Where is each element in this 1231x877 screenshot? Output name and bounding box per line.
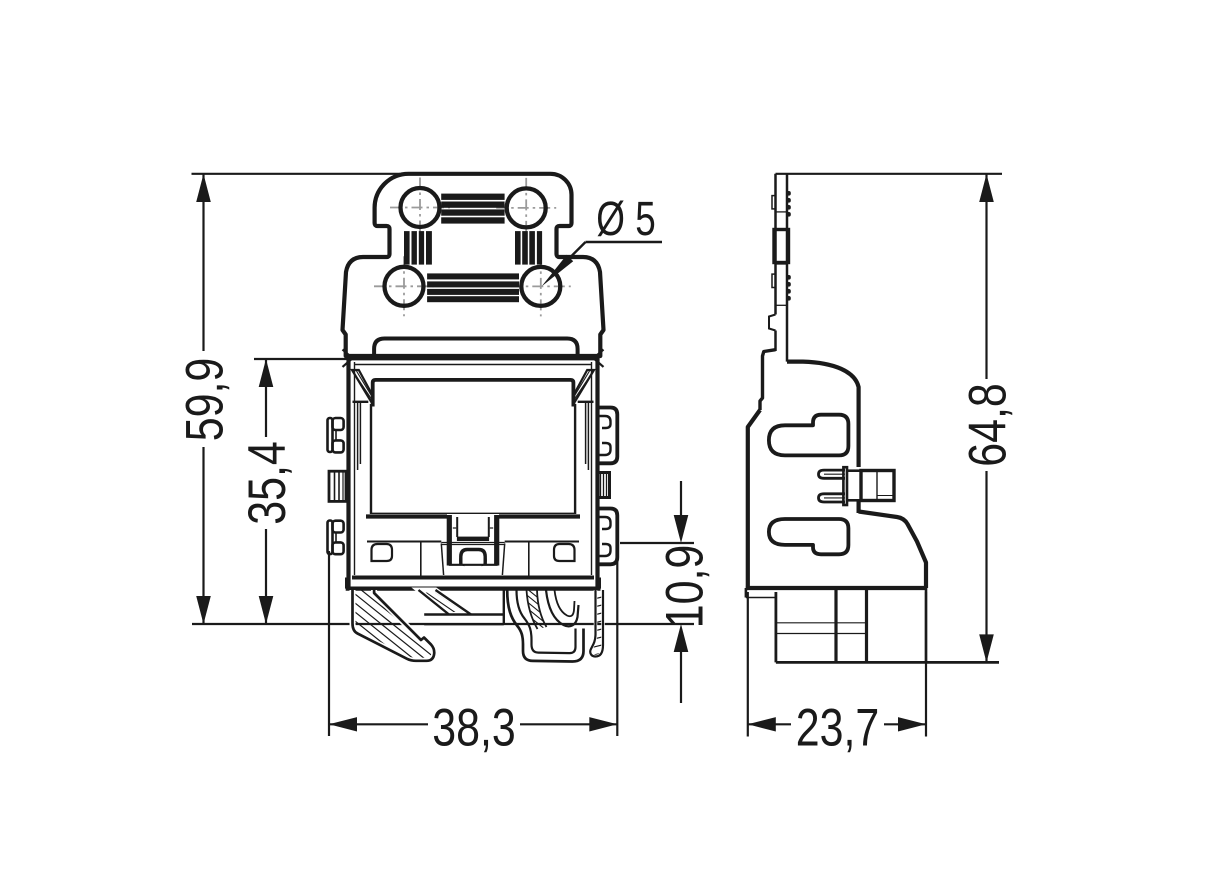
svg-text:23,7: 23,7 <box>796 698 880 757</box>
svg-text:59,9: 59,9 <box>175 358 234 442</box>
svg-text:10,9: 10,9 <box>655 545 714 629</box>
svg-text:35,4: 35,4 <box>238 441 297 525</box>
svg-text:64,8: 64,8 <box>958 383 1017 467</box>
svg-text:38,3: 38,3 <box>432 698 516 757</box>
svg-text:Ø 5: Ø 5 <box>596 192 655 246</box>
